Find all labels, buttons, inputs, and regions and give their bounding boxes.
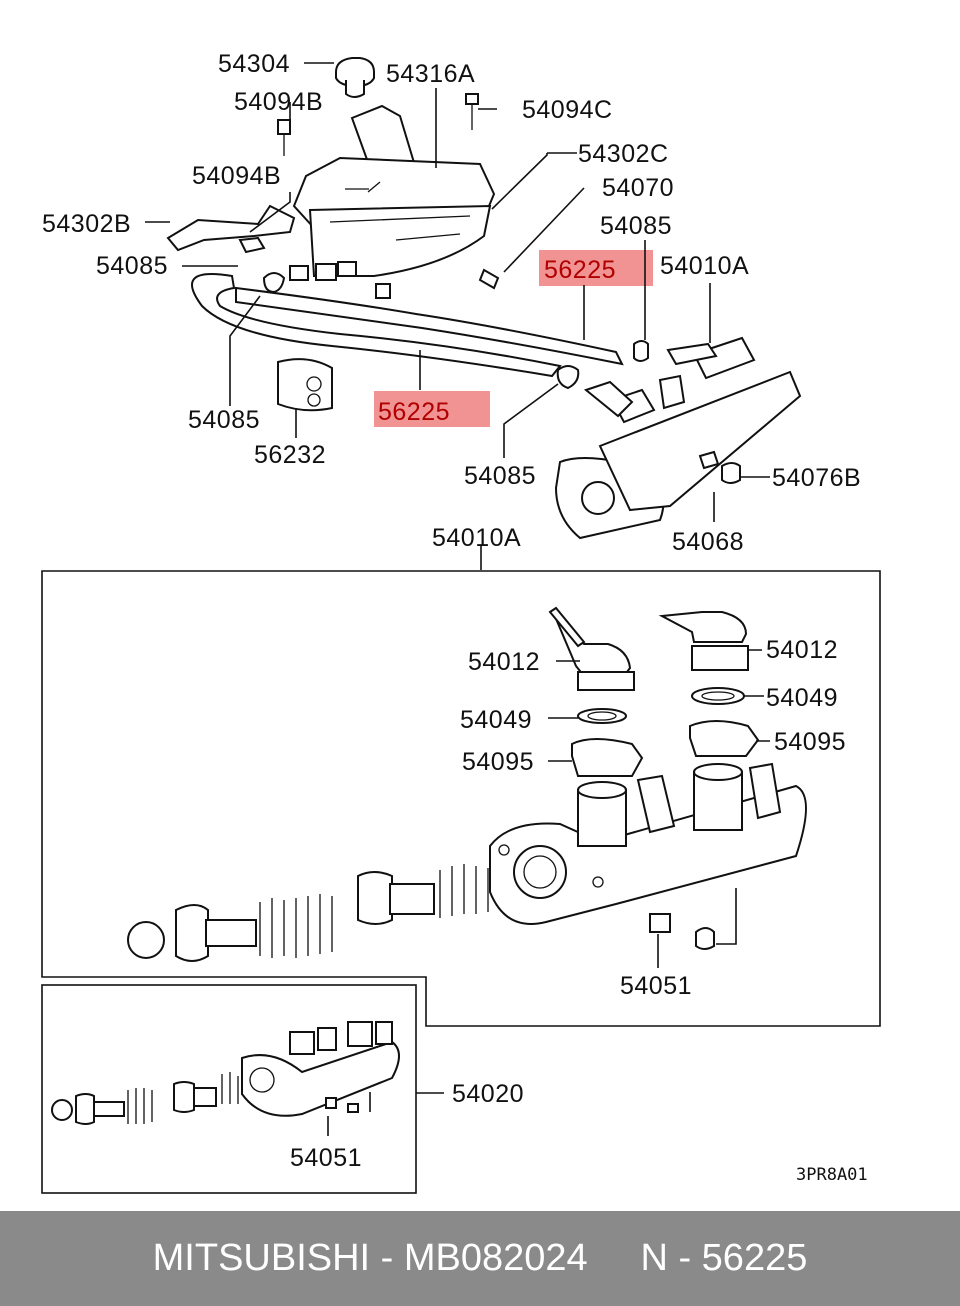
reservoir-plug-left <box>548 606 635 691</box>
label-54085-right: 54085 <box>600 212 672 240</box>
label-54085-bottom-left: 54085 <box>188 406 260 434</box>
label-54304: 54304 <box>218 50 290 78</box>
hose-56225 <box>191 273 624 378</box>
label-54020: 54020 <box>452 1080 524 1108</box>
pistons-springs <box>127 864 489 962</box>
grommet-56232 <box>277 358 333 412</box>
alt-master-cylinder <box>51 1021 400 1125</box>
reservoir-bracket <box>166 204 296 254</box>
footer-bar: MITSUBISHI - MB082024 N - 56225 <box>0 1211 960 1306</box>
reservoir-bolts <box>277 93 500 290</box>
label-54085-left: 54085 <box>96 252 168 280</box>
label-54010A-top: 54010A <box>660 252 749 280</box>
parts-diagram: 54304 54316A 54094B 54094C 54302C 54094B… <box>41 50 881 1194</box>
label-54094B-mid: 54094B <box>192 162 281 190</box>
label-54070: 54070 <box>602 174 674 202</box>
label-54049-left: 54049 <box>460 706 532 734</box>
label-56232: 56232 <box>254 441 326 469</box>
label-56225-mid: 56225 <box>378 398 450 426</box>
diagram-code: 3PR8A01 <box>796 1165 868 1185</box>
label-54012-left: 54012 <box>468 648 540 676</box>
label-54051-lower: 54051 <box>290 1144 362 1172</box>
label-54095-left: 54095 <box>462 748 534 776</box>
seals <box>577 687 745 724</box>
label-54302B: 54302B <box>42 210 131 238</box>
bleeder-screw <box>649 888 737 968</box>
highlight-56225-top <box>539 250 653 286</box>
reservoir-plug-right <box>658 611 749 671</box>
label-54302C: 54302C <box>578 140 669 168</box>
label-54068: 54068 <box>672 528 744 556</box>
label-54085-bottom-mid: 54085 <box>464 462 536 490</box>
label-56225-top: 56225 <box>544 256 616 284</box>
label-54316A: 54316A <box>386 60 475 88</box>
master-cylinder-body <box>489 762 807 925</box>
reservoir-cap <box>335 57 375 98</box>
clips <box>571 720 760 777</box>
alt-assembly-frame <box>41 984 417 1194</box>
label-54049-right: 54049 <box>766 684 838 712</box>
label-54010A-box: 54010A <box>432 524 521 552</box>
reservoir-tank <box>292 104 496 299</box>
hose-clamps <box>262 261 649 390</box>
highlight-56225-mid <box>374 391 490 427</box>
label-54094B-top: 54094B <box>234 88 323 116</box>
assembly-frame <box>41 570 881 1027</box>
label-54094C: 54094C <box>522 96 613 124</box>
label-54095-right: 54095 <box>774 728 846 756</box>
footer-part-info: MITSUBISHI - MB082024 N - 56225 <box>152 1237 808 1279</box>
master-cylinder-top <box>554 336 802 540</box>
label-54012-right: 54012 <box>766 636 838 664</box>
label-54051-box: 54051 <box>620 972 692 1000</box>
label-54076B: 54076B <box>772 464 861 492</box>
